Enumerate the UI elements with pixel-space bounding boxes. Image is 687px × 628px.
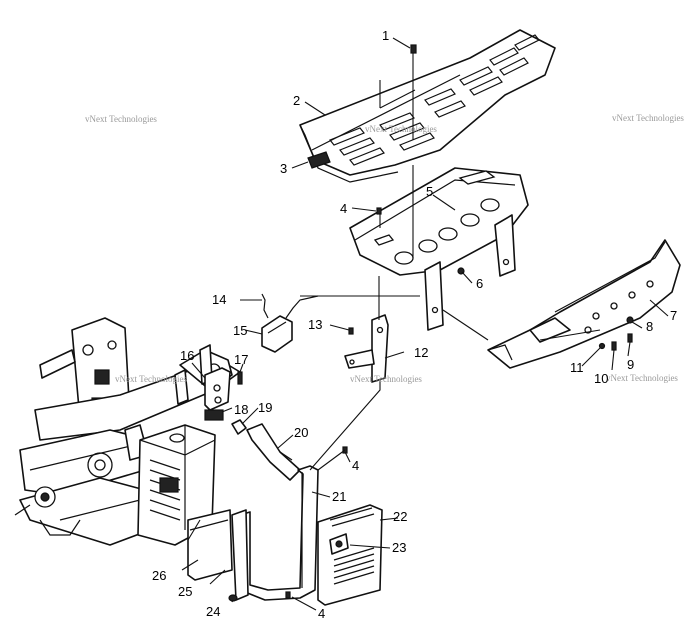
watermark-text: vNext Technologies xyxy=(606,373,678,383)
callout-label: 4 xyxy=(352,458,359,473)
callout-label: 20 xyxy=(294,425,308,440)
callout-label: 4 xyxy=(340,201,347,216)
callout-label: 7 xyxy=(670,308,677,323)
wire-part xyxy=(261,293,269,319)
radiator-block-part xyxy=(137,424,216,546)
callout-label: 1 xyxy=(382,28,389,43)
callout-label: 24 xyxy=(206,604,220,619)
callout-label: 16 xyxy=(180,348,194,363)
callout-label: 3 xyxy=(280,161,287,176)
watermark-text: vNext Technologies xyxy=(115,374,187,384)
reflector-part xyxy=(307,151,331,169)
side-panel-part xyxy=(187,509,249,601)
callout-label: 4 xyxy=(318,606,325,621)
watermark-text: vNext Technologies xyxy=(350,374,422,384)
callout-label: 12 xyxy=(414,345,428,360)
callout-label: 6 xyxy=(476,276,483,291)
bracket-part xyxy=(344,314,389,383)
screw-part xyxy=(285,591,291,599)
callout-label: 15 xyxy=(233,323,247,338)
callout-label: 13 xyxy=(308,317,322,332)
callout-label: 9 xyxy=(627,357,634,372)
screw-part xyxy=(348,327,354,335)
rear-bumper-part xyxy=(487,239,681,369)
callout-label: 25 xyxy=(178,584,192,599)
callout-label: 23 xyxy=(392,540,406,555)
clamp-part xyxy=(204,396,224,421)
callout-label: 18 xyxy=(234,402,248,417)
callout-label: 14 xyxy=(212,292,226,307)
watermark-text: vNext Technologies xyxy=(365,124,437,134)
hose-part xyxy=(246,423,301,481)
callout-label: 5 xyxy=(426,184,433,199)
screw-part xyxy=(237,371,243,385)
mount-bracket-part xyxy=(204,367,231,411)
callout-label: 2 xyxy=(293,93,300,108)
watermark-text: vNext Technologies xyxy=(85,114,157,124)
watermarks: vNext Technologies vNext Technologies vN… xyxy=(85,113,684,384)
callout-leaders xyxy=(181,37,669,611)
callout-label: 26 xyxy=(152,568,166,583)
callout-label: 19 xyxy=(258,400,272,415)
screw-part xyxy=(376,207,382,215)
rack-mount-part xyxy=(349,167,529,331)
callout-labels: 1 2 3 4 5 4 6 7 8 9 10 11 12 13 14 15 16… xyxy=(152,28,677,621)
callout-label: 8 xyxy=(646,319,653,334)
callout-label: 17 xyxy=(234,352,248,367)
mud-flap-part xyxy=(317,504,383,606)
callout-label: 11 xyxy=(570,360,584,375)
watermark-text: vNext Technologies xyxy=(612,113,684,123)
taillight-part xyxy=(261,295,319,353)
flap-frame-part xyxy=(239,465,319,601)
callout-label: 10 xyxy=(594,371,608,386)
callout-label: 22 xyxy=(393,509,407,524)
bolt-part xyxy=(410,44,417,60)
top-rack-part xyxy=(299,29,556,183)
callout-label: 21 xyxy=(332,489,346,504)
alignment-lines xyxy=(187,60,601,541)
